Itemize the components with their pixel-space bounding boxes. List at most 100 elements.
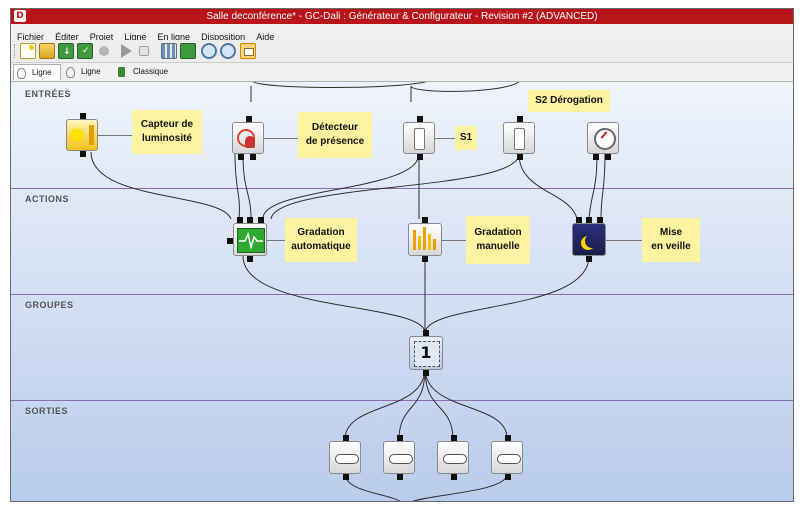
ballast-icon [443, 454, 467, 464]
tab-classique[interactable]: Classique [115, 64, 173, 80]
tab-ligne-2[interactable]: Ligne 2 [63, 64, 113, 92]
output-port[interactable] [250, 154, 256, 160]
output-port[interactable] [80, 113, 86, 119]
output-port[interactable] [422, 256, 428, 262]
title-bar[interactable]: D Salle deconférence* - GC-Dali : Généra… [11, 9, 793, 24]
open-icon[interactable] [39, 43, 55, 59]
tab-ligne-1[interactable]: Ligne 1 [13, 64, 61, 93]
output-port[interactable] [247, 256, 253, 262]
input-port[interactable] [597, 217, 603, 223]
menu-ligne[interactable]: Ligne [124, 32, 147, 42]
tab-bar: Ligne 1 Ligne 2 Classique [11, 63, 793, 93]
output-port[interactable] [417, 154, 423, 160]
import-icon[interactable]: ↓ [58, 43, 74, 59]
switch-icon [514, 128, 525, 150]
manual-dimming-label: Gradation manuelle [466, 216, 530, 264]
waveform-icon [237, 228, 265, 253]
timer-node[interactable] [587, 122, 619, 160]
input-port[interactable] [586, 217, 592, 223]
standby-node[interactable] [572, 217, 606, 262]
output-port[interactable] [593, 154, 599, 160]
menu-fichier[interactable]: Fichier [17, 32, 45, 42]
output-port[interactable] [451, 474, 457, 480]
view-icon[interactable] [240, 43, 256, 59]
group-node[interactable]: 1 [409, 330, 443, 376]
record-icon[interactable] [99, 46, 109, 56]
clock-icon [594, 128, 616, 150]
section-label-sorties: SORTIES [25, 406, 69, 416]
input-port[interactable] [237, 217, 243, 223]
diagnostic-icon[interactable] [180, 43, 196, 59]
output-port[interactable] [517, 116, 523, 122]
output-port[interactable] [517, 154, 523, 160]
output-ballast-1[interactable] [329, 435, 361, 480]
play-icon[interactable] [121, 44, 132, 58]
moon-icon [585, 234, 599, 248]
stop-icon[interactable] [139, 46, 149, 56]
export-icon[interactable]: ✓ [77, 43, 93, 59]
bulb-icon [66, 67, 75, 78]
ballast-icon [335, 454, 359, 464]
zoom-out-icon[interactable] [201, 43, 217, 59]
input-port[interactable] [343, 435, 349, 441]
group-number: 1 [420, 343, 432, 362]
switch-icon [118, 67, 125, 77]
input-port[interactable] [451, 435, 457, 441]
output-ballast-3[interactable] [437, 435, 469, 480]
output-ballast-2[interactable] [383, 435, 415, 480]
app-window: D Salle deconférence* - GC-Dali : Généra… [10, 8, 794, 502]
diagram-canvas[interactable]: ENTRÉES ACTIONS GROUPES SORTIES [11, 82, 793, 501]
menu-disposition[interactable]: Disposition [201, 32, 246, 42]
switch-s1-label: S1 [455, 126, 477, 150]
output-port[interactable] [246, 116, 252, 122]
auto-dimming-label: Gradation automatique [285, 218, 357, 262]
switch-s2-node[interactable] [503, 116, 535, 160]
menu-en-ligne[interactable]: En ligne [157, 32, 190, 42]
input-port[interactable] [505, 435, 511, 441]
zoom-in-icon[interactable] [220, 43, 236, 59]
section-divider [11, 400, 793, 401]
bulb-icon [17, 68, 26, 79]
section-label-actions: ACTIONS [25, 194, 69, 204]
bars-icon [413, 230, 416, 250]
output-port[interactable] [80, 151, 86, 157]
output-port[interactable] [343, 474, 349, 480]
standby-label: Mise en veille [642, 218, 700, 262]
switch-icon [414, 128, 425, 150]
section-label-groupes: GROUPES [25, 300, 74, 310]
toolbar-grip[interactable] [14, 44, 17, 58]
app-logo-icon: D [14, 10, 26, 22]
light-sensor-label: Capteur de luminosité [132, 110, 202, 154]
connection-wires [90, 82, 606, 501]
input-port[interactable] [423, 330, 429, 336]
auto-dimming-node[interactable] [227, 217, 267, 262]
output-port[interactable] [605, 154, 611, 160]
manual-dimming-node[interactable] [408, 217, 442, 262]
group-icon [414, 341, 440, 367]
section-divider [11, 294, 793, 295]
output-port[interactable] [423, 370, 429, 376]
menu-projet[interactable]: Projet [89, 32, 114, 42]
output-port[interactable] [586, 256, 592, 262]
output-ballast-4[interactable] [491, 435, 523, 480]
input-port[interactable] [227, 238, 233, 244]
new-icon[interactable] [20, 43, 36, 59]
input-port[interactable] [247, 217, 253, 223]
ballast-icon [389, 454, 413, 464]
switch-s1-node[interactable] [403, 116, 435, 160]
output-port[interactable] [417, 116, 423, 122]
menu-editer[interactable]: Éditer [55, 32, 79, 42]
sun-icon [71, 129, 83, 141]
output-port[interactable] [397, 474, 403, 480]
light-sensor-node[interactable] [66, 113, 98, 157]
section-label-entrees: ENTRÉES [25, 89, 72, 99]
input-port[interactable] [397, 435, 403, 441]
input-port[interactable] [576, 217, 582, 223]
input-port[interactable] [422, 217, 428, 223]
output-port[interactable] [238, 154, 244, 160]
presence-detector-node[interactable] [232, 116, 264, 160]
input-port[interactable] [258, 217, 264, 223]
output-port[interactable] [505, 474, 511, 480]
grid-icon[interactable] [161, 43, 177, 59]
menu-aide[interactable]: Aide [256, 32, 275, 42]
